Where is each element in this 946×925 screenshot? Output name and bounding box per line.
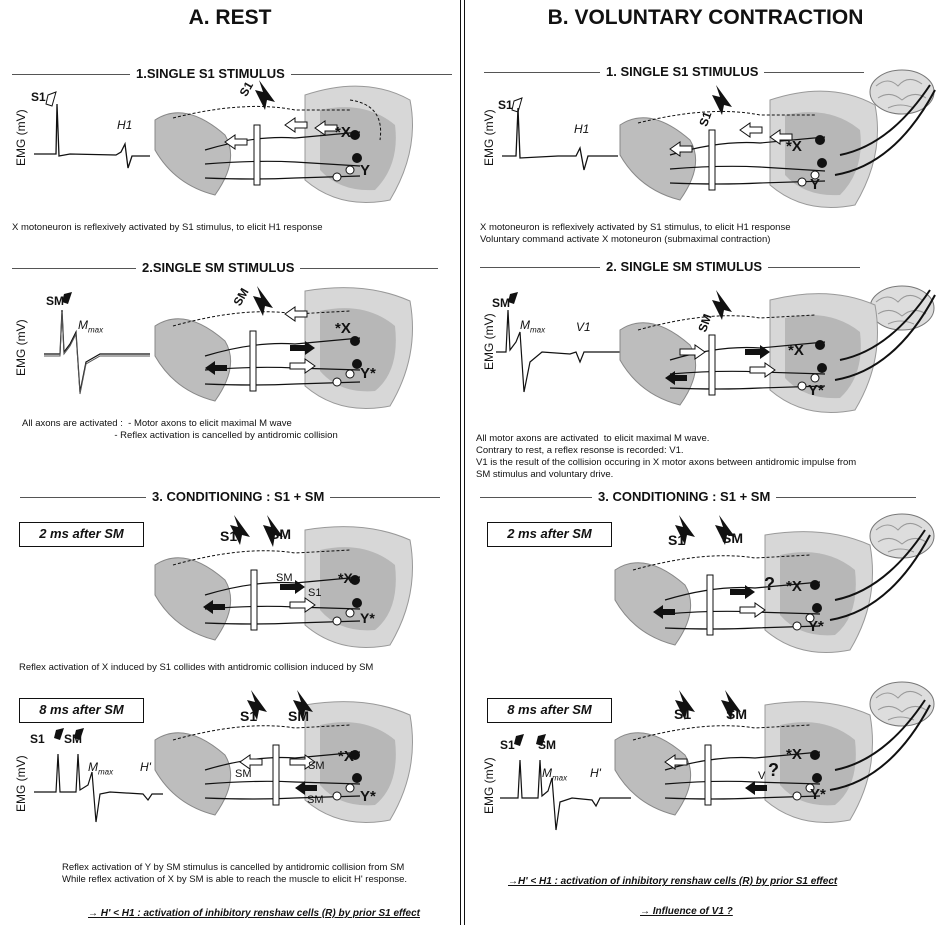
x-motoneuron-label: *X: [335, 124, 351, 141]
section-title-single-s1-voluntary: 1. SINGLE S1 STIMULUS: [600, 64, 764, 79]
desc-8ms-rest: Reflex activation of Y by SM stimulus is…: [62, 862, 407, 886]
emg-axis-label: EMG (mV): [482, 109, 496, 166]
s1-stim-label: S1: [668, 532, 685, 548]
ystar-motoneuron-label: Y*: [808, 382, 824, 399]
neural-diagram-vol-2ms: [605, 530, 935, 660]
emg-axis-label: EMG (mV): [482, 757, 496, 814]
neural-diagram-rest-2ms: [145, 525, 455, 655]
x-motoneuron-label: *X: [335, 320, 351, 337]
timebox-2ms-rest: 2 ms after SM: [19, 522, 144, 547]
sm-small-label: SM: [276, 572, 293, 584]
desc-single-s1-rest: X motoneuron is reflexively activated by…: [12, 222, 322, 234]
section-title-single-sm-voluntary: 2. SINGLE SM STIMULUS: [600, 259, 768, 274]
x-motoneuron-label: *X: [786, 578, 802, 595]
neural-diagram-rest-s1: [145, 80, 455, 210]
ystar-motoneuron-label: Y*: [360, 365, 376, 382]
timebox-2ms-voluntary: 2 ms after SM: [487, 522, 612, 547]
conclusion-voluntary-1: →H' < H1 : activation of inhibitory rens…: [508, 876, 837, 887]
emg-axis-label: EMG (mV): [14, 755, 28, 812]
column-divider: [460, 0, 465, 925]
ystar-motoneuron-label: Y*: [808, 618, 824, 635]
conclusion-voluntary-2: → Influence of V1 ?: [640, 906, 733, 917]
section-title-single-sm-rest: 2.SINGLE SM STIMULUS: [136, 260, 300, 275]
question-mark: ?: [768, 760, 779, 781]
x-motoneuron-label: *X: [788, 342, 804, 359]
s1-small-label: S1: [308, 587, 321, 599]
sm-small-label: SM: [307, 794, 324, 806]
timebox-8ms-rest: 8 ms after SM: [19, 698, 144, 723]
sm-small-label: SM: [308, 760, 325, 772]
desc-2ms-rest: Reflex activation of X induced by S1 col…: [19, 662, 373, 674]
section-title-conditioning-voluntary: 3. CONDITIONING : S1 + SM: [592, 489, 776, 504]
y-motoneuron-label: Y: [360, 162, 370, 179]
emg-axis-label: EMG (mV): [14, 319, 28, 376]
desc-single-sm-voluntary: All motor axons are activated to elicit …: [476, 433, 856, 481]
sm-small-label: SM: [235, 768, 252, 780]
emg-trace-mmax-rest: [40, 292, 160, 402]
sm-stim-label: SM: [288, 708, 309, 724]
ystar-motoneuron-label: Y*: [360, 610, 375, 626]
x-motoneuron-label: *X: [786, 746, 802, 763]
conclusion-rest: → H' < H1 : activation of inhibitory ren…: [88, 908, 420, 919]
neural-diagram-vol-s1: [610, 85, 940, 215]
neural-diagram-vol-sm: [610, 290, 940, 420]
ystar-motoneuron-label: Y*: [810, 786, 826, 803]
sm-stim-label: SM: [726, 706, 747, 722]
desc-single-s1-voluntary: X motoneuron is reflexively activated by…: [480, 222, 790, 246]
emg-axis-label: EMG (mV): [14, 109, 28, 166]
y-motoneuron-label: Y: [810, 176, 820, 193]
question-mark: ?: [764, 574, 775, 595]
x-motoneuron-label: *X: [338, 570, 353, 586]
timebox-8ms-voluntary: 8 ms after SM: [487, 698, 612, 723]
sm-stim-label: SM: [722, 530, 743, 546]
x-motoneuron-label: *X: [786, 138, 802, 155]
title-voluntary: B. VOLUNTARY CONTRACTION: [465, 6, 946, 30]
ystar-motoneuron-label: Y*: [360, 788, 376, 805]
section-title-single-s1-rest: 1.SINGLE S1 STIMULUS: [130, 66, 291, 81]
s1-stim-label: S1: [674, 706, 691, 722]
neural-diagram-rest-sm: [145, 286, 455, 416]
emg-trace-h1-rest: [30, 90, 160, 170]
x-motoneuron-label: *X: [338, 748, 354, 765]
s1-stim-label: S1: [220, 528, 237, 544]
title-rest: A. REST: [0, 6, 460, 30]
section-title-conditioning-rest: 3. CONDITIONING : S1 + SM: [146, 489, 330, 504]
v-label: V: [758, 770, 765, 782]
desc-single-sm-rest: All axons are activated : - Motor axons …: [22, 418, 338, 442]
emg-trace-h1-voluntary: [498, 98, 628, 178]
sm-stim-label: SM: [270, 526, 291, 542]
s1-stim-label: S1: [240, 708, 257, 724]
